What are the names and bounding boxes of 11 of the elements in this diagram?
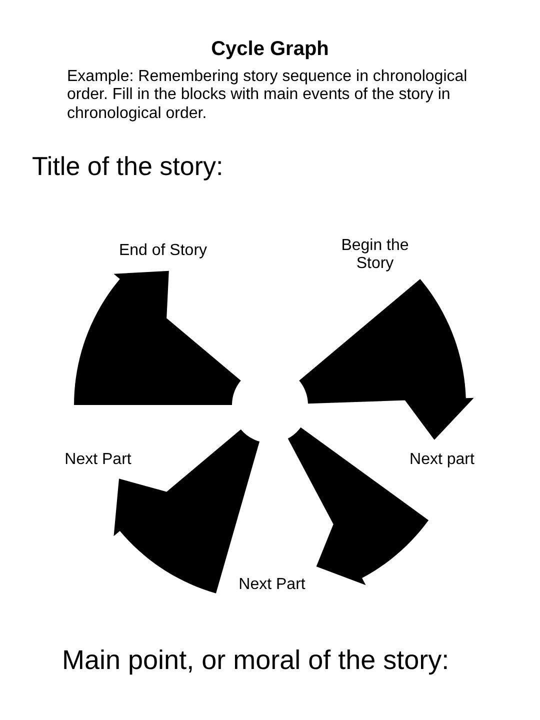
arrow-segment — [299, 279, 474, 440]
instructions-text: Example: Remembering story sequence in chronological order. Fill in the blocks with main events of the story in chronological order. — [67, 68, 468, 124]
step-label: End of Story — [118, 242, 208, 260]
title: Cycle Graph — [210, 38, 330, 61]
prompt-text: Title of the story: — [32, 152, 224, 182]
step-label: Next Part — [64, 451, 132, 470]
prompt-text: Main point, or moral of the story: — [62, 645, 450, 676]
step-label: Next Part — [238, 576, 306, 594]
step-label: Begin the Story — [340, 237, 410, 274]
step-label: Next part — [408, 451, 476, 470]
arrow-segment — [74, 270, 241, 405]
